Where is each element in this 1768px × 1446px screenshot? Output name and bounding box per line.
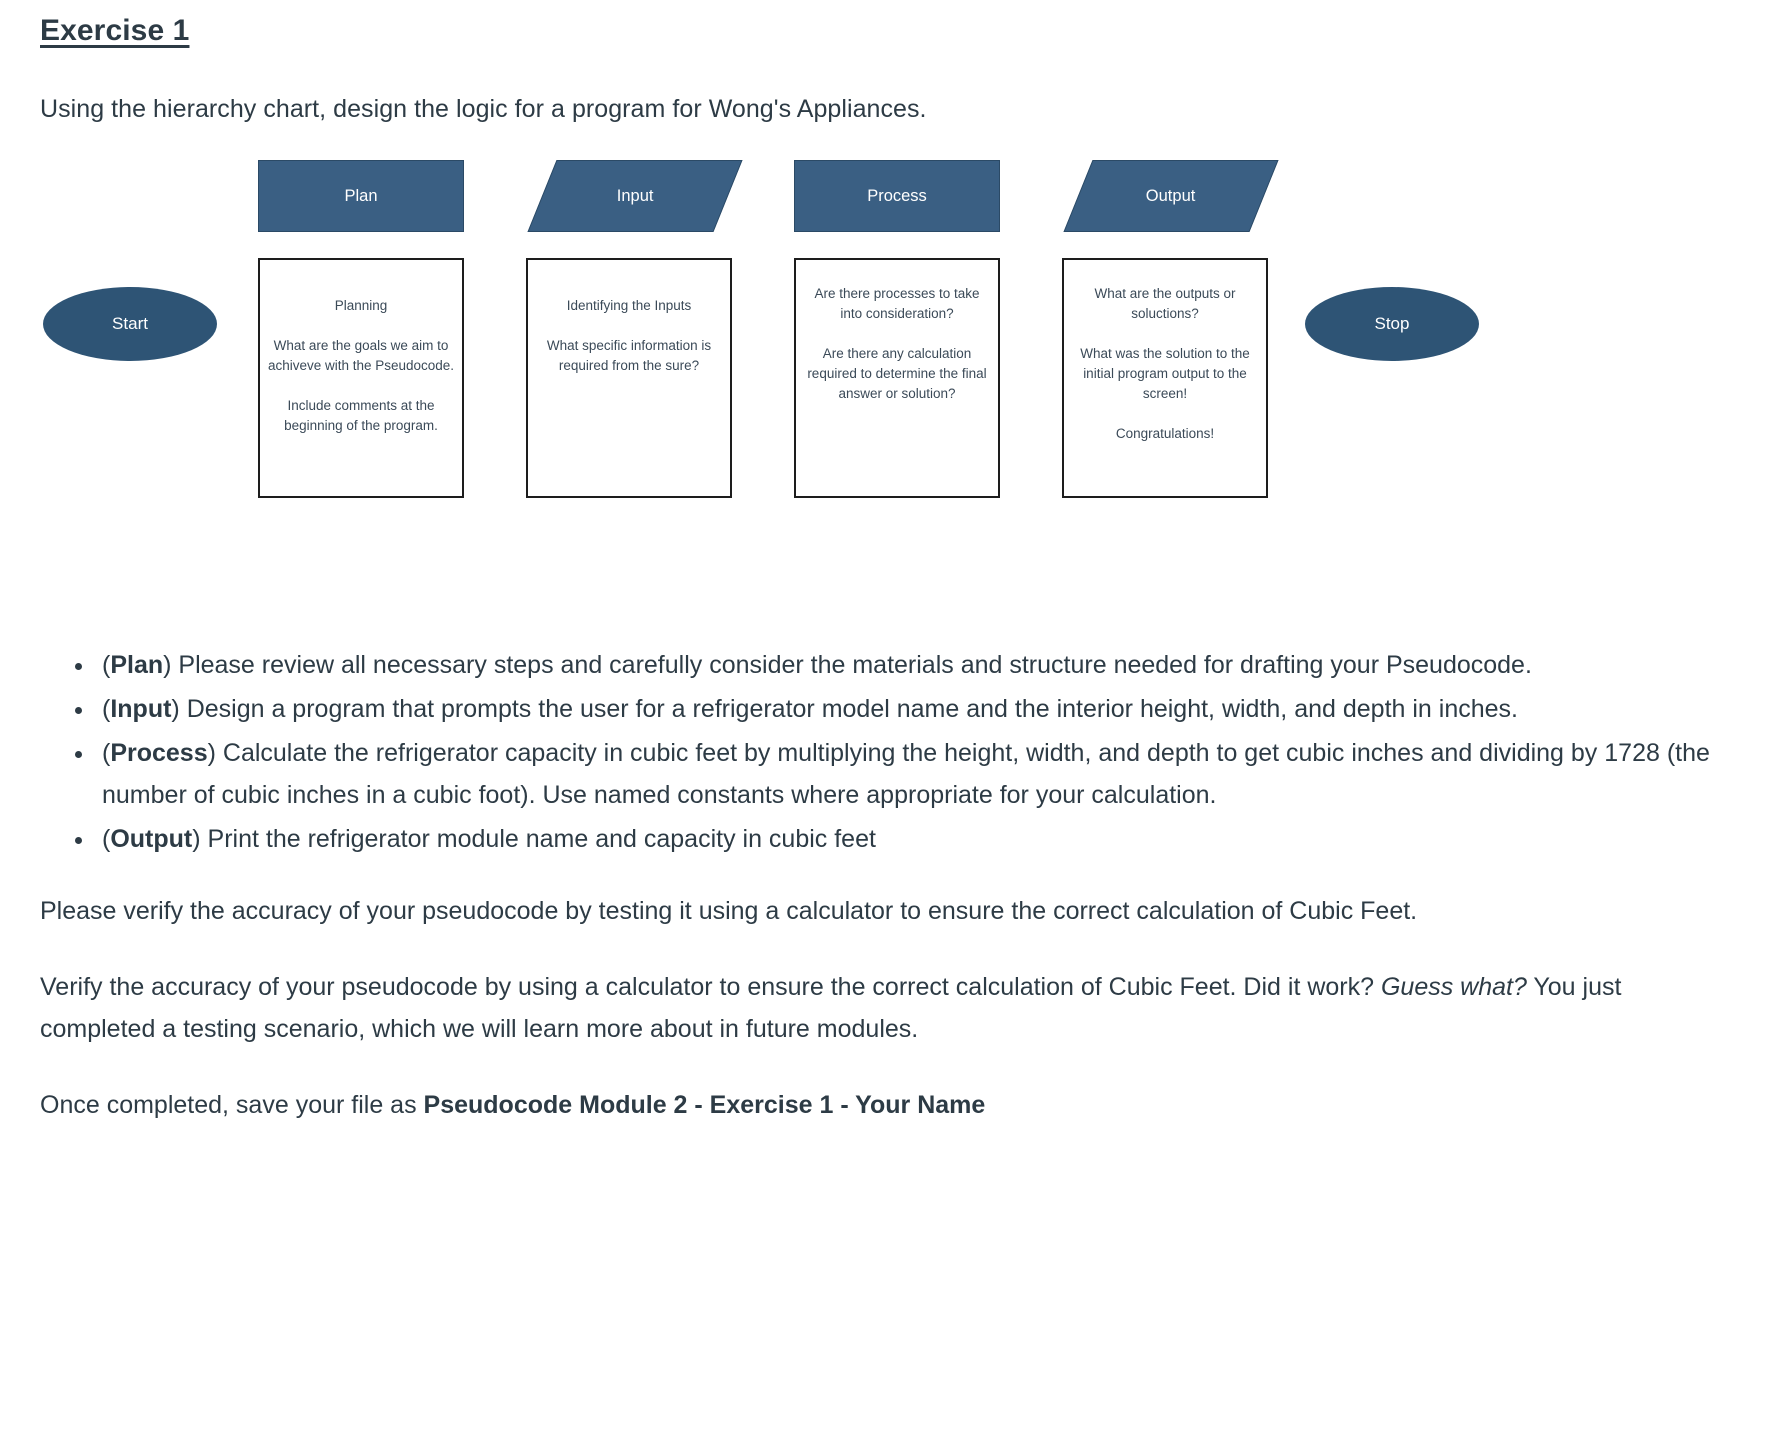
hierarchy-chart: Start Plan Planning What are the goals w… xyxy=(40,160,1728,580)
bullet-label-plan: Plan xyxy=(110,651,164,679)
start-label: Start xyxy=(112,314,148,333)
process-line-2: Are there any calculation required to de… xyxy=(807,346,987,401)
stop-label: Stop xyxy=(1374,314,1410,333)
output-header-shape: Output xyxy=(1063,160,1279,232)
plan-line-3: Include comments at the beginning of the… xyxy=(284,398,438,433)
chart-column-output: Output What are the outputs or soluction… xyxy=(1062,160,1279,498)
input-line-1: Identifying the Inputs xyxy=(566,298,692,313)
intro-paragraph: Using the hierarchy chart, design the lo… xyxy=(40,95,927,123)
plan-header-label: Plan xyxy=(344,186,378,205)
list-item: (Output) Print the refrigerator module n… xyxy=(96,818,1728,860)
save-filename: Pseudocode Module 2 - Exercise 1 - Your … xyxy=(423,1091,986,1119)
plan-line-1: Planning xyxy=(334,298,388,313)
process-header-shape: Process xyxy=(794,160,1000,232)
bullet-text-output: ) Print the refrigerator module name and… xyxy=(192,825,876,853)
output-line-2: What was the solution to the initial pro… xyxy=(1080,346,1250,401)
bullet-text-plan: ) Please review all necessary steps and … xyxy=(163,651,1532,679)
output-line-1: What are the outputs or soluctions? xyxy=(1094,286,1236,321)
stop-terminator: Stop xyxy=(1305,287,1479,361)
process-line-1: Are there processes to take into conside… xyxy=(814,286,980,321)
bullet-label-process: Process xyxy=(110,739,208,767)
input-header-shape: Input xyxy=(527,160,743,232)
process-body-box: Are there processes to take into conside… xyxy=(794,258,1000,498)
verify-accuracy-paragraph: Please verify the accuracy of your pseud… xyxy=(40,897,1418,925)
start-terminator: Start xyxy=(43,287,217,361)
plan-line-2: What are the goals we aim to achiveve wi… xyxy=(267,338,455,373)
bullet-text-input: ) Design a program that prompts the user… xyxy=(171,695,1518,723)
bullet-text-process: ) Calculate the refrigerator capacity in… xyxy=(102,739,1710,809)
list-item: (Plan) Please review all necessary steps… xyxy=(96,644,1728,686)
chart-column-plan: Plan Planning What are the goals we aim … xyxy=(258,160,464,498)
plan-body-box: Planning What are the goals we aim to ac… xyxy=(258,258,464,498)
bullet-label-output: Output xyxy=(110,825,193,853)
verify-second-part1: Verify the accuracy of your pseudocode b… xyxy=(40,973,1381,1001)
input-body-box: Identifying the Inputs What specific inf… xyxy=(526,258,732,498)
list-item: (Input) Design a program that prompts th… xyxy=(96,688,1728,730)
instruction-list: (Plan) Please review all necessary steps… xyxy=(40,644,1728,860)
list-item: (Process) Calculate the refrigerator cap… xyxy=(96,732,1728,816)
save-prefix: Once completed, save your file as xyxy=(40,1091,424,1119)
output-body-box: What are the outputs or soluctions? What… xyxy=(1062,258,1268,498)
chart-column-process: Process Are there processes to take into… xyxy=(794,160,1000,498)
page-title: Exercise 1 xyxy=(40,14,190,47)
process-header-label: Process xyxy=(867,186,927,205)
bullet-label-input: Input xyxy=(110,695,172,723)
chart-column-input: Input Identifying the Inputs What specif… xyxy=(526,160,743,498)
save-instruction-paragraph: Once completed, save your file as Pseudo… xyxy=(40,1084,1728,1126)
output-header-label: Output xyxy=(1146,186,1196,205)
guess-what-emphasis: Guess what? xyxy=(1380,973,1527,1001)
plan-header-shape: Plan xyxy=(258,160,464,232)
output-line-3: Congratulations! xyxy=(1115,426,1215,441)
verify-second-paragraph: Verify the accuracy of your pseudocode b… xyxy=(40,966,1728,1050)
input-line-2: What specific information is required fr… xyxy=(546,338,712,373)
verify-second-part2: You just completed a testing scenario, w… xyxy=(40,973,1622,1043)
input-header-label: Input xyxy=(616,186,654,205)
